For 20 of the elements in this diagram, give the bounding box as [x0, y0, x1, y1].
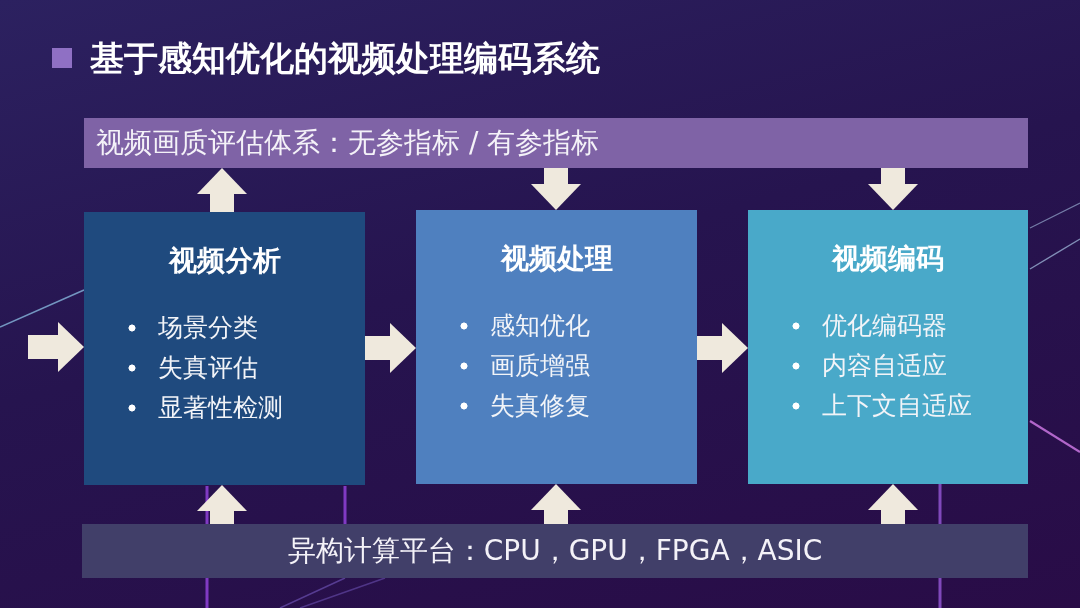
banner-text: 视频画质评估体系：无参指标 / 有参指标: [96, 126, 600, 160]
block-arrow: [868, 484, 918, 524]
process-box: [416, 210, 697, 484]
process-box: [84, 212, 365, 485]
block-arrow: [531, 484, 581, 524]
banner-box: [82, 524, 1028, 578]
box-heading: 视频分析: [168, 243, 281, 279]
box-heading: 视频处理: [500, 241, 613, 277]
block-arrow: [197, 168, 247, 212]
box-heading: 视频编码: [832, 241, 944, 277]
slide-title: 基于感知优化的视频处理编码系统: [90, 37, 600, 80]
block-arrow: [697, 323, 748, 373]
block-arrow: [868, 168, 918, 210]
block-arrow: [197, 485, 247, 524]
block-arrow: [28, 322, 84, 372]
process-box: [748, 210, 1028, 484]
banner-text: 异构计算平台：CPU，GPU，FPGA，ASIC: [287, 534, 823, 568]
block-arrow: [531, 168, 581, 210]
banner-box: [84, 118, 1028, 168]
block-arrow: [365, 323, 416, 373]
